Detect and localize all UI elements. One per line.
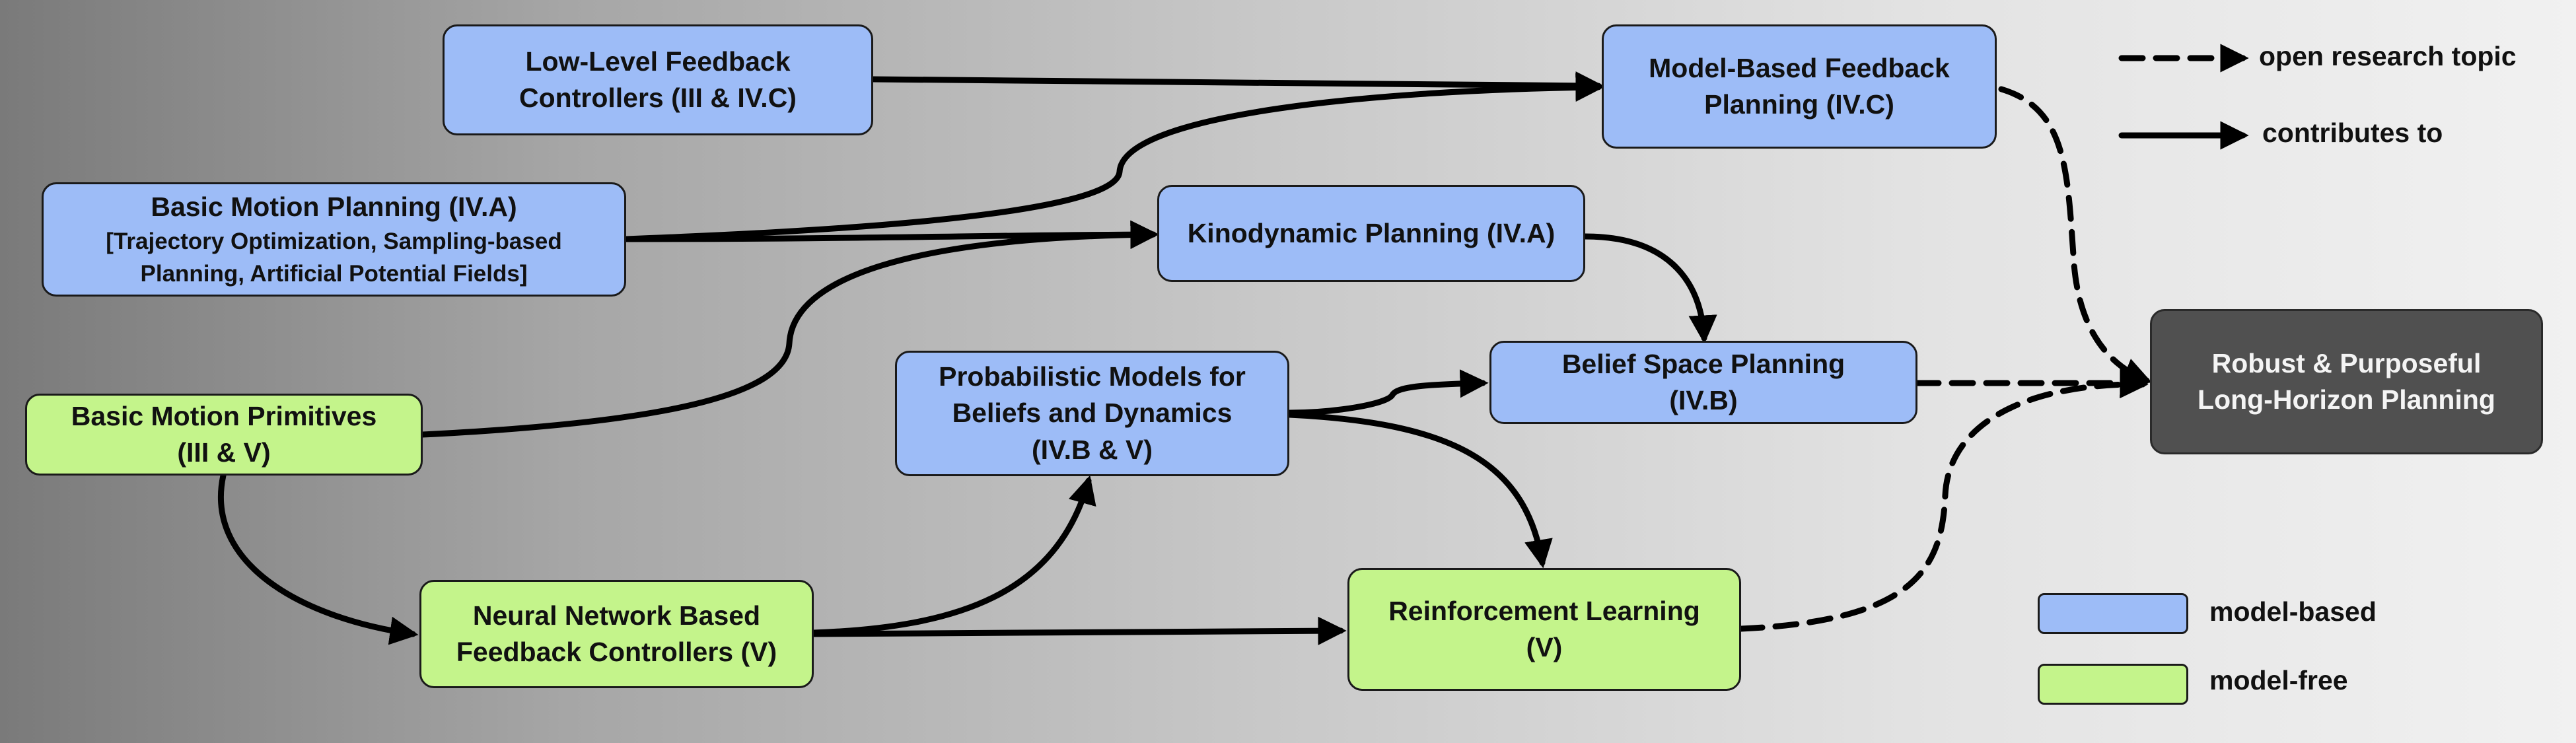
node-probabilistic-models: Probabilistic Models for Beliefs and Dyn… <box>895 351 1289 476</box>
edge-basicplanning-to-modelbased <box>623 73 1604 242</box>
node-text: (V) <box>1526 632 1563 662</box>
edge-neural-to-rl <box>810 616 1347 645</box>
edge-probabilistic-to-rl <box>1286 411 1553 569</box>
legend-open-research-label: open research topic <box>2259 41 2517 71</box>
node-text: Low-Level Feedback <box>525 46 791 77</box>
legend-model-free-label: model-free <box>2209 665 2348 695</box>
node-text: Neural Network Based <box>472 600 761 631</box>
node-text: (IV.B & V) <box>1031 434 1153 465</box>
legend-model-based-swatch <box>2038 593 2188 634</box>
edge-neural-to-probabilistic <box>810 475 1096 636</box>
node-model-based-feedback-planning: Model-Based Feedback Planning (IV.C) <box>1602 24 1997 149</box>
node-text: Robust & Purposeful <box>2211 347 2482 378</box>
edge-lowlevel-to-modelbased <box>870 71 1604 100</box>
legend-model-free-swatch <box>2038 664 2188 705</box>
node-text: (III & V) <box>177 437 271 468</box>
edge-kinodynamic-to-belief <box>1582 233 1717 344</box>
node-text: Kinodynamic Planning (IV.A) <box>1187 217 1556 248</box>
node-text: Belief Space Planning <box>1561 348 1845 379</box>
node-text: Probabilistic Models for <box>939 361 1246 392</box>
legend-contributes-label: contributes to <box>2262 118 2443 148</box>
node-text: Long-Horizon Planning <box>2198 384 2495 415</box>
edge-probabilistic-to-belief <box>1286 369 1489 416</box>
node-text: Beliefs and Dynamics <box>952 398 1233 429</box>
edge-primitives-to-neural <box>217 472 419 645</box>
node-neural-network-feedback-controllers: Neural Network Based Feedback Controller… <box>419 580 814 688</box>
edge-rl-to-robust <box>1738 370 2149 632</box>
node-basic-motion-planning: Basic Motion Planning (IV.A) [Trajectory… <box>42 182 626 297</box>
node-text: Planning (IV.C) <box>1704 89 1894 120</box>
node-text: Model-Based Feedback <box>1649 52 1950 83</box>
node-text: (IV.B) <box>1669 385 1738 415</box>
node-belief-space-planning: Belief Space Planning (IV.B) <box>1489 341 1917 424</box>
node-subtext: [Trajectory Optimization, Sampling-based <box>106 229 562 255</box>
node-basic-motion-primitives: Basic Motion Primitives (III & V) <box>25 394 423 476</box>
legend-model-based-label: model-based <box>2209 596 2377 627</box>
node-title: Basic Motion Planning (IV.A) <box>151 191 517 222</box>
node-kinodynamic-planning: Kinodynamic Planning (IV.A) <box>1157 185 1585 282</box>
node-text: Controllers (III & IV.C) <box>519 83 797 113</box>
node-text: Feedback Controllers (V) <box>456 637 777 667</box>
edge-modelbased-to-robust <box>1998 86 2153 386</box>
node-text: Basic Motion Primitives <box>71 400 377 431</box>
edge-primitives-to-kinodynamic <box>419 220 1159 438</box>
node-subtext: Planning, Artificial Potential Fields] <box>140 261 528 287</box>
node-robust-long-horizon-planning: Robust & Purposeful Long-Horizon Plannin… <box>2150 309 2543 454</box>
node-text: Reinforcement Learning <box>1388 595 1700 626</box>
node-low-level-feedback-controllers: Low-Level Feedback Controllers (III & IV… <box>443 24 873 135</box>
node-reinforcement-learning: Reinforcement Learning (V) <box>1347 568 1741 691</box>
